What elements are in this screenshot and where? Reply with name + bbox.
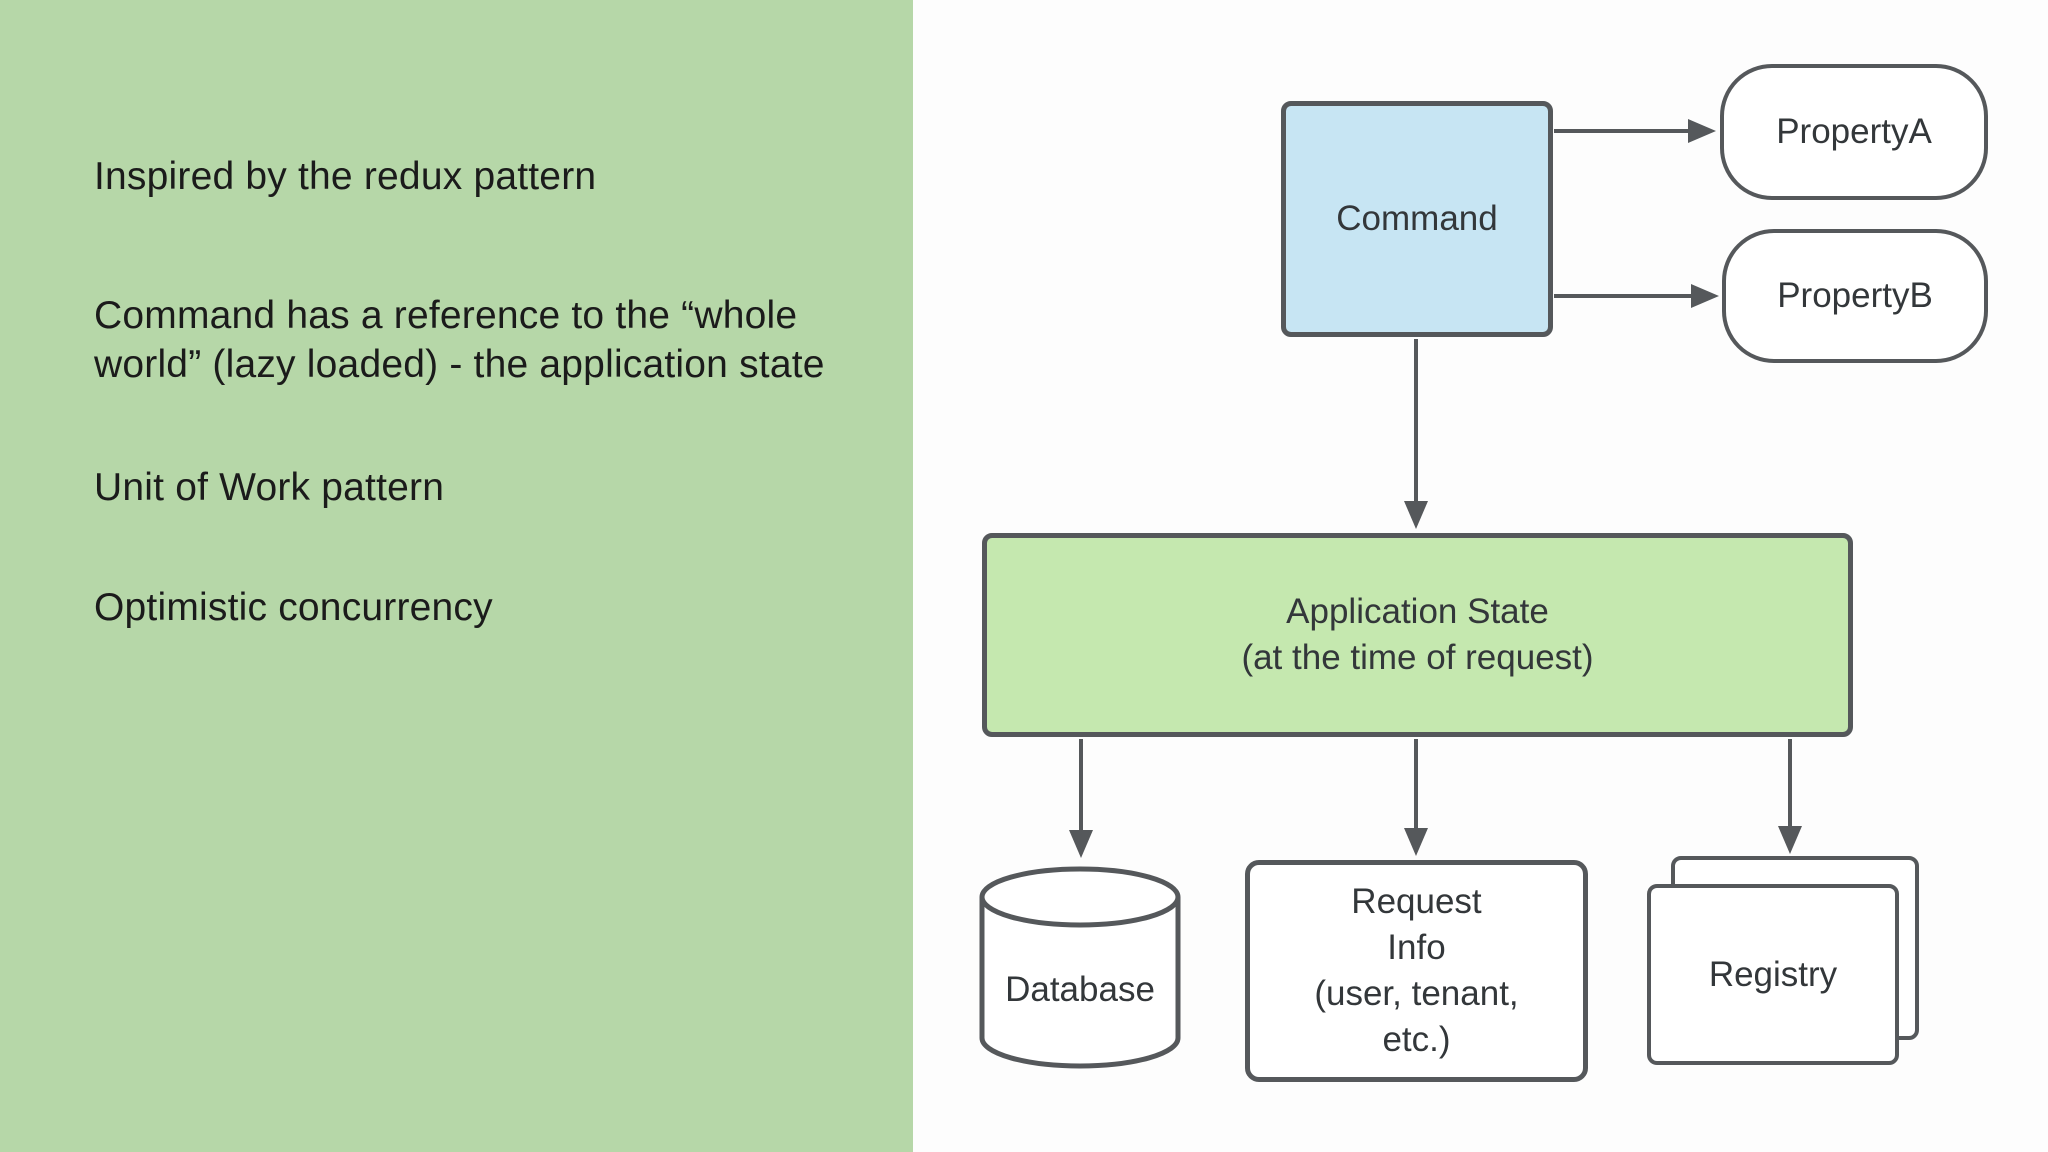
request-info-label: Request Info (user, tenant, etc.)	[1314, 882, 1519, 1059]
bullet-optimistic-concurrency: Optimistic concurrency	[94, 586, 493, 629]
registry-label: Registry	[1708, 954, 1838, 994]
bullet-command-reference: Command has a reference to the “whole wo…	[94, 294, 825, 386]
command-label: Command	[1336, 199, 1498, 238]
arrow-application-state-to-request-info	[1404, 739, 1428, 856]
registry-node: Registry	[1647, 856, 1923, 1065]
property-a-label: PropertyA	[1776, 112, 1932, 151]
arrow-application-state-to-registry	[1778, 739, 1802, 854]
bullet-unit-of-work: Unit of Work pattern	[94, 466, 445, 509]
property-b-label: PropertyB	[1777, 276, 1933, 315]
arrow-command-to-application-state	[1404, 339, 1428, 529]
request-info-node: Request Info (user, tenant, etc.)	[1245, 860, 1588, 1082]
arrow-command-to-propertyb	[1554, 284, 1719, 308]
registry-front-sheet: Registry	[1647, 884, 1899, 1065]
database-node: Database	[976, 864, 1184, 1072]
left-text-panel: Inspired by the redux pattern Command ha…	[0, 0, 913, 1152]
database-cylinder-icon	[979, 866, 1181, 1069]
command-node: Command	[1281, 101, 1553, 337]
property-a-node: PropertyA	[1720, 64, 1988, 200]
application-state-label: Application State (at the time of reques…	[1241, 592, 1594, 677]
application-state-node: Application State (at the time of reques…	[982, 533, 1853, 737]
database-label: Database	[1005, 970, 1155, 1009]
arrow-command-to-propertya	[1554, 119, 1716, 143]
bullet-inspired-by-redux: Inspired by the redux pattern	[94, 155, 597, 198]
property-b-node: PropertyB	[1722, 229, 1988, 363]
arrow-application-state-to-database	[1069, 739, 1093, 858]
